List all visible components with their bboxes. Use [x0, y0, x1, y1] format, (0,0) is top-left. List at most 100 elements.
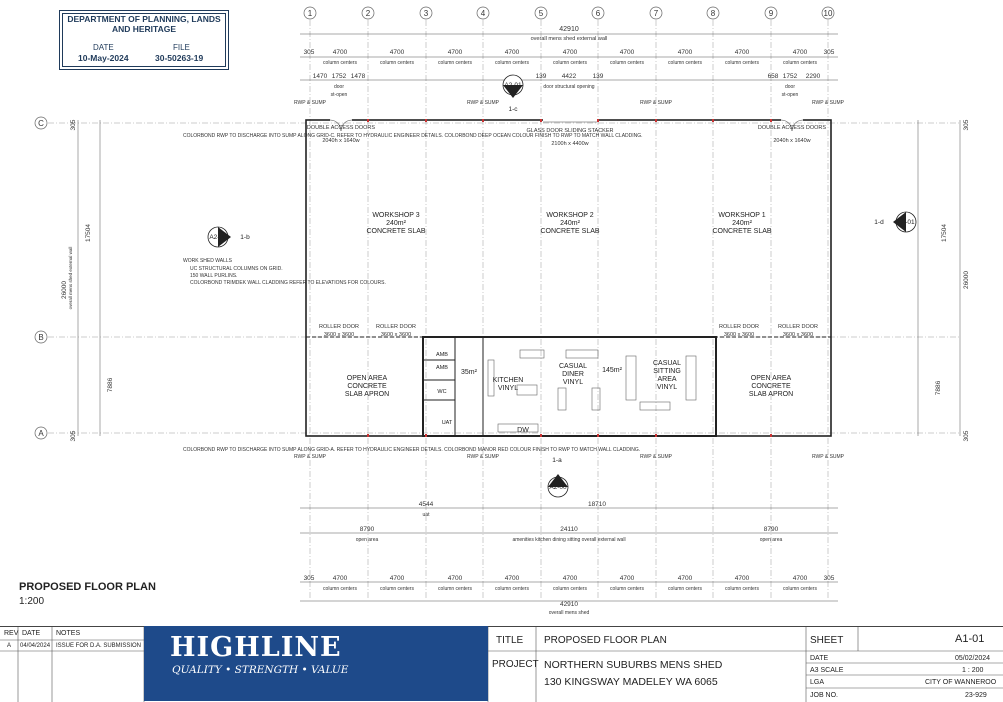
svg-text:1752: 1752	[332, 73, 347, 80]
rev-note: ISSUE FOR D.A. SUBMISSION	[56, 643, 142, 649]
svg-text:UAT: UAT	[442, 420, 453, 426]
svg-text:139: 139	[593, 73, 604, 80]
svg-text:2100h x 4400w: 2100h x 4400w	[551, 141, 588, 147]
svg-text:CASUAL: CASUAL	[653, 360, 681, 367]
svg-text:4700: 4700	[620, 575, 635, 582]
svg-text:column centers: column centers	[553, 60, 587, 66]
svg-text:VINYL: VINYL	[657, 384, 677, 391]
svg-text:5: 5	[539, 9, 544, 18]
svg-text:amenities kitchen dining si: amenities kitchen dining sitting overall…	[512, 537, 625, 543]
job-label: JOB NO.	[810, 692, 839, 699]
svg-text:RWP & SUMP: RWP & SUMP	[812, 454, 845, 460]
door-labels: DOUBLE ACCESS DOORS 2040h x 1640w GLASS …	[307, 125, 826, 338]
scale-label: A3 SCALE	[810, 667, 844, 674]
grid-bubble-2: 2	[361, 6, 375, 20]
svg-text:VINYL: VINYL	[563, 379, 583, 386]
svg-text:7: 7	[654, 9, 659, 18]
svg-text:column centers: column centers	[783, 586, 817, 592]
svg-text:column centers: column centers	[783, 60, 817, 66]
svg-text:658: 658	[768, 73, 779, 80]
annotation-notes: COLORBOND RWP TO DISCHARGE INTO SUMP ALO…	[183, 133, 643, 453]
svg-text:305: 305	[824, 49, 835, 56]
svg-text:1470: 1470	[313, 73, 328, 80]
svg-text:ROLLER DOOR: ROLLER DOOR	[376, 324, 416, 330]
svg-text:1-b: 1-b	[240, 234, 250, 241]
svg-text:column centers: column centers	[380, 586, 414, 592]
svg-text:26000: 26000	[963, 271, 970, 289]
svg-text:305: 305	[963, 119, 970, 130]
svg-text:305: 305	[70, 119, 77, 130]
grid-bubbles-top: 1 2 3 4 5 6 7 8 9 10	[303, 6, 835, 20]
stamp-date-label: DATE	[93, 43, 114, 52]
svg-text:17504: 17504	[85, 224, 92, 242]
svg-text:COLORBOND TRIMDEK WALL CLADDIN: COLORBOND TRIMDEK WALL CLADDING REFER TO…	[190, 280, 386, 286]
svg-text:1-c: 1-c	[508, 106, 518, 113]
svg-text:SLAB APRON: SLAB APRON	[749, 391, 793, 398]
stamp-date-value: 10-May-2024	[78, 53, 129, 63]
svg-text:3: 3	[424, 9, 429, 18]
svg-text:A2-00: A2-00	[549, 484, 567, 491]
svg-text:240m²: 240m²	[732, 220, 753, 227]
svg-text:CONCRETE: CONCRETE	[751, 383, 791, 390]
svg-text:B: B	[38, 333, 43, 342]
svg-text:VINYL: VINYL	[498, 385, 518, 392]
stamp-file-value: 30-50263-19	[155, 53, 204, 63]
svg-text:C: C	[38, 119, 44, 128]
brand-logo: HIGHLINE	[170, 632, 342, 663]
svg-text:open area: open area	[356, 537, 379, 543]
rev-header: REV	[4, 630, 19, 637]
sheet-value: A1-01	[955, 633, 985, 645]
grid-bubbles-left: C B A	[34, 116, 48, 440]
svg-text:42910: 42910	[559, 26, 579, 33]
svg-text:column centers: column centers	[668, 60, 702, 66]
svg-text:A: A	[38, 429, 44, 438]
brand-panel: HIGHLINE QUALITY • STRENGTH • VALUE	[144, 626, 488, 701]
svg-text:4700: 4700	[678, 575, 693, 582]
svg-text:17504: 17504	[941, 224, 948, 242]
svg-text:4700: 4700	[333, 49, 348, 56]
svg-text:305: 305	[824, 575, 835, 582]
svg-text:overall mens shed external wal: overall mens shed external wall	[68, 247, 73, 310]
svg-text:3600 x 3600: 3600 x 3600	[724, 332, 754, 338]
svg-text:4700: 4700	[448, 575, 463, 582]
svg-text:4: 4	[481, 9, 486, 18]
svg-text:4700: 4700	[735, 575, 750, 582]
svg-text:240m²: 240m²	[560, 220, 581, 227]
grid-bubble-5: 5	[534, 6, 548, 20]
svg-text:24110: 24110	[560, 526, 578, 533]
grid-bubble-9: 9	[764, 6, 778, 20]
svg-text:3600 x 3600: 3600 x 3600	[324, 332, 354, 338]
svg-text:1478: 1478	[351, 73, 366, 80]
svg-text:GLASS DOOR SLIDING STACKER: GLASS DOOR SLIDING STACKER	[526, 128, 613, 134]
svg-text:305: 305	[304, 49, 315, 56]
svg-text:column centers: column centers	[438, 60, 472, 66]
svg-text:door: door	[334, 84, 344, 90]
svg-text:4700: 4700	[505, 49, 520, 56]
svg-text:RWP & SUMP: RWP & SUMP	[640, 454, 673, 460]
svg-text:column centers: column centers	[323, 586, 357, 592]
svg-text:240m²: 240m²	[386, 220, 407, 227]
svg-text:column centers: column centers	[725, 586, 759, 592]
svg-text:ROLLER DOOR: ROLLER DOOR	[778, 324, 818, 330]
svg-text:4422: 4422	[562, 73, 577, 80]
svg-text:column centers: column centers	[380, 60, 414, 66]
svg-text:st-open: st-open	[782, 92, 799, 98]
column-markers	[367, 119, 772, 437]
grid-bubble-8: 8	[706, 6, 720, 20]
project-line2: 130 KINGSWAY MADELEY WA 6065	[544, 676, 718, 688]
svg-text:RWP & SUMP: RWP & SUMP	[812, 100, 845, 106]
stamp-border	[62, 13, 226, 67]
svg-text:139: 139	[536, 73, 547, 80]
svg-text:10: 10	[824, 9, 833, 18]
svg-text:SLAB APRON: SLAB APRON	[345, 391, 389, 398]
svg-text:RWP & SUMP: RWP & SUMP	[294, 454, 327, 460]
title-block-lines	[0, 627, 1003, 702]
svg-text:AMB: AMB	[436, 365, 448, 371]
svg-text:145m²: 145m²	[602, 367, 623, 374]
svg-text:8790: 8790	[360, 526, 375, 533]
svg-text:150 WALL PURLINS.: 150 WALL PURLINS.	[190, 273, 237, 279]
svg-text:CASUAL: CASUAL	[559, 363, 587, 370]
svg-text:ROLLER DOOR: ROLLER DOOR	[319, 324, 359, 330]
svg-text:door: door	[785, 84, 795, 90]
svg-text:SITTING: SITTING	[653, 368, 681, 375]
